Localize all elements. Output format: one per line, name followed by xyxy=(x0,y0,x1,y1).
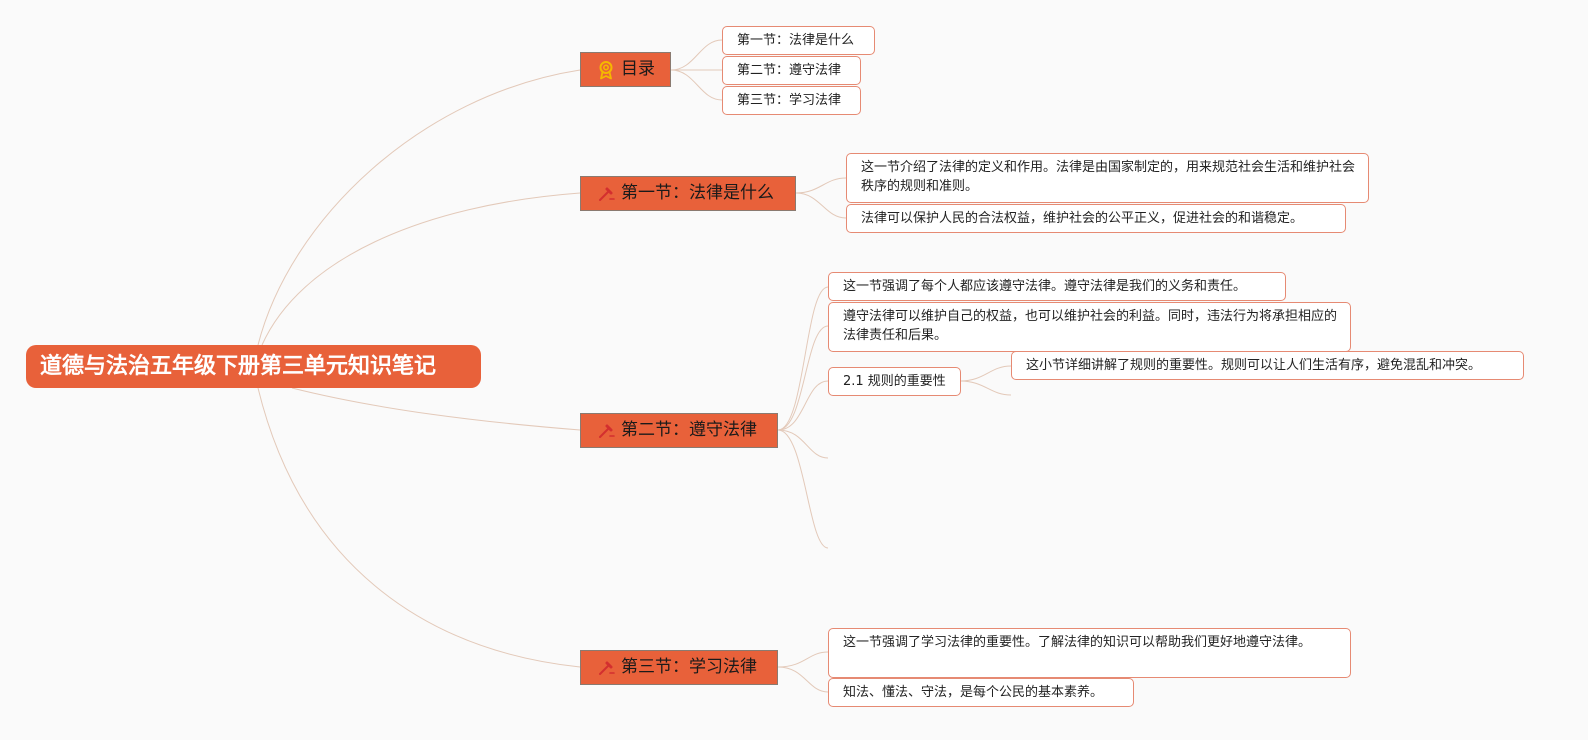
section-2-note-2[interactable]: 遵守法律可以维护自己的权益，也可以维护社会的利益。同时，违法行为将承担相应的法律… xyxy=(828,302,1351,352)
award-ribbon-icon xyxy=(599,61,613,80)
hammer-icon xyxy=(599,187,615,201)
hammer-icon xyxy=(599,424,615,438)
topic-section-3[interactable]: 第三节：学习法律 xyxy=(580,650,778,685)
section-1-note-2[interactable]: 法律可以保护人民的合法权益，维护社会的公平正义，促进社会的和谐稳定。 xyxy=(846,204,1346,233)
topic-toc-label: 目录 xyxy=(621,59,655,79)
topic-section-1-label: 第一节：法律是什么 xyxy=(621,183,774,203)
topic-section-3-label: 第三节：学习法律 xyxy=(621,657,757,677)
subtopic-rules-note[interactable]: 这小节详细讲解了规则的重要性。规则可以让人们生活有序，避免混乱和冲突。 xyxy=(1011,351,1524,380)
topic-section-2[interactable]: 第二节：遵守法律 xyxy=(580,413,778,448)
topic-toc[interactable]: 目录 xyxy=(580,52,671,87)
section-2-note-1[interactable]: 这一节强调了每个人都应该遵守法律。遵守法律是我们的义务和责任。 xyxy=(828,272,1286,301)
section-3-note-2[interactable]: 知法、懂法、守法，是每个公民的基本素养。 xyxy=(828,678,1134,707)
section-1-note-1[interactable]: 这一节介绍了法律的定义和作用。法律是由国家制定的，用来规范社会生活和维护社会秩序… xyxy=(846,153,1369,203)
topic-section-1[interactable]: 第一节：法律是什么 xyxy=(580,176,796,211)
topic-section-2-label: 第二节：遵守法律 xyxy=(621,420,757,440)
subtopic-rules[interactable]: 2.1 规则的重要性 xyxy=(828,367,961,396)
root-topic[interactable]: 道德与法治五年级下册第三单元知识笔记 xyxy=(26,345,481,388)
toc-item-3[interactable]: 第三节：学习法律 xyxy=(722,86,861,115)
toc-item-2[interactable]: 第二节：遵守法律 xyxy=(722,56,861,85)
section-3-note-1[interactable]: 这一节强调了学习法律的重要性。了解法律的知识可以帮助我们更好地遵守法律。 xyxy=(828,628,1351,678)
toc-item-1[interactable]: 第一节：法律是什么 xyxy=(722,26,875,55)
hammer-icon xyxy=(599,661,615,675)
